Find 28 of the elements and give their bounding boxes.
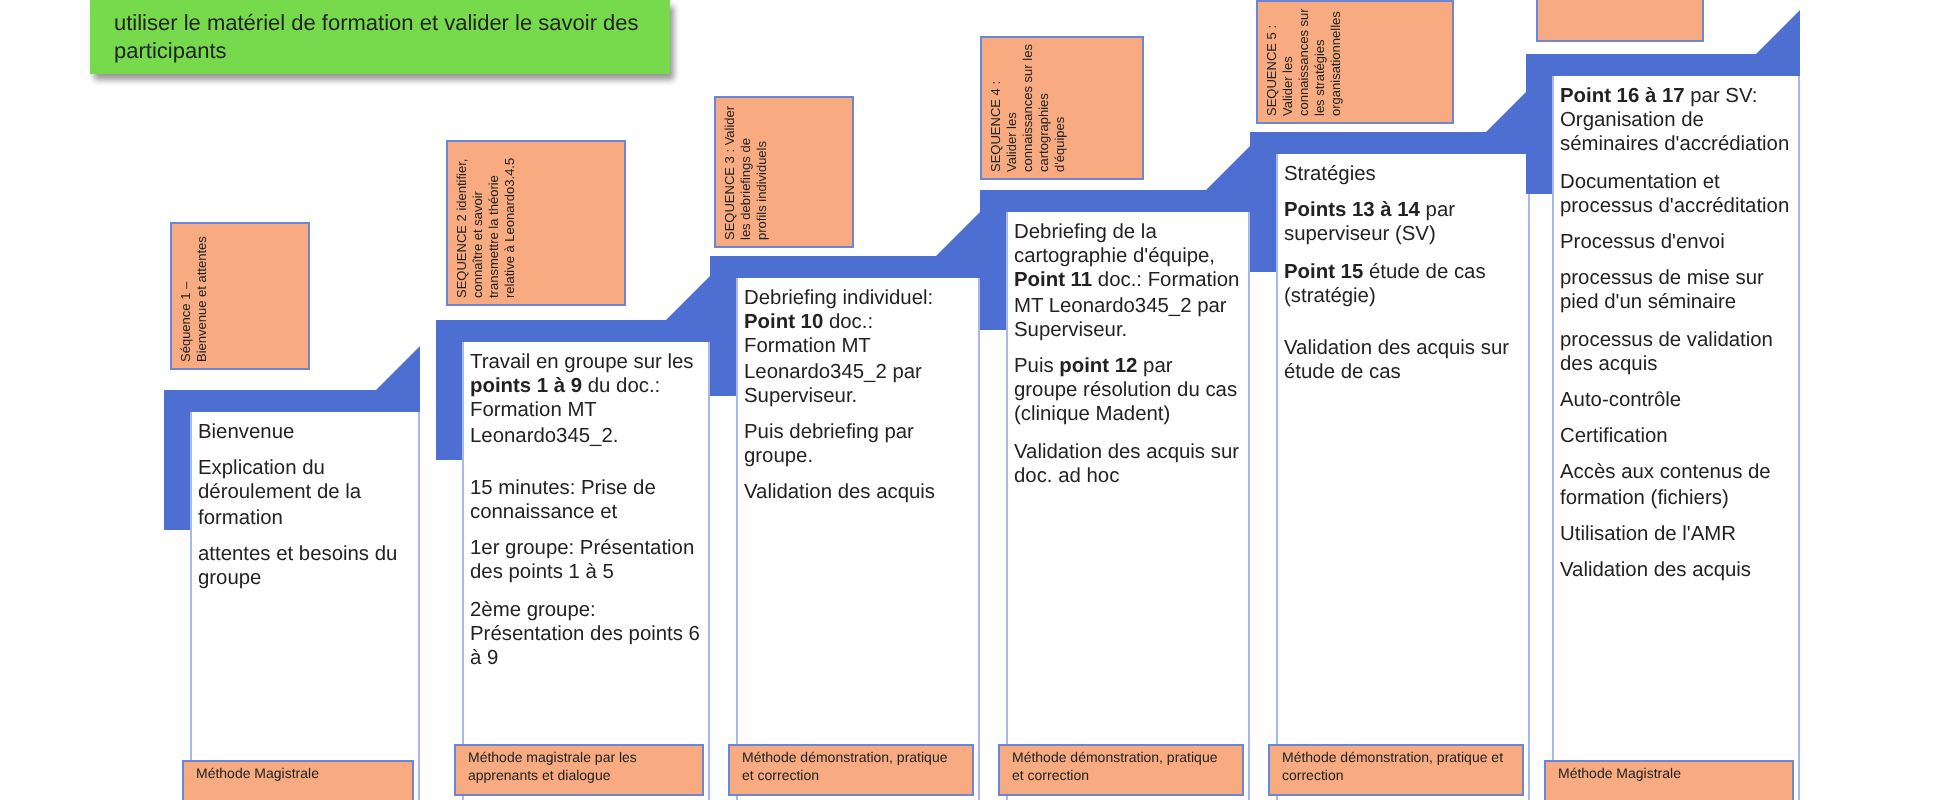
step-text: Documentation et processus d'accréditation [1560, 171, 1790, 221]
step-text: Stratégies [1284, 164, 1378, 189]
step-text: 2ème groupe: Présentation des points 6 à 9 [470, 599, 700, 673]
step-text: Points 13 à 14 par superviseur (SV) [1284, 200, 1458, 250]
step-text: Debriefing individuel: Point 10 doc.: Formation MT Leonardo345_2 par Superviseur. [744, 288, 936, 411]
step-text: 15 minutes: Prise de connaissance et [470, 477, 658, 527]
step-text: Validation des acquis sur doc. ad hoc [1014, 441, 1240, 491]
step-text: Validation des acquis [744, 482, 938, 508]
step-text: 1er groupe: Présentation des points 1 à 5 [470, 538, 697, 588]
step-text: Puis debriefing par groupe. [744, 422, 916, 471]
step-text: Debriefing de la cartographie d'équipe, Point 11 doc.: Formation MT Leonardo345_2 par Superviseur. [1014, 222, 1240, 345]
step-text: Certification [1560, 426, 1670, 451]
step-text: Point 16 à 17 par SV: Organisation de séminaires d'accrédiation [1560, 86, 1790, 160]
step-text: Validation des acquis sur étude de cas [1284, 338, 1512, 387]
step-text: Utilisation de l'AMR [1560, 523, 1739, 549]
step-text: Bienvenue [198, 422, 297, 447]
step-text: Travail en groupe sur les points 1 à 9 du doc.: Formation MT Leonardo345_2. [470, 352, 696, 450]
step-text: Puis point 12 par groupe résolution du cas (clinique Madent) [1014, 356, 1240, 430]
step-text: Accès aux contenus de formation (fichiers) [1560, 462, 1773, 512]
step-text: Explication du déroulement de la formation [198, 458, 364, 532]
step-text: Auto-contrôle [1560, 390, 1684, 415]
objective-box: utiliser le matériel de formation et valider le savoir des participants [90, 0, 670, 74]
step-text: Point 15 étude de cas (stratégie) [1284, 261, 1488, 311]
step-text: attentes et besoins du groupe [198, 543, 400, 593]
step-text: processus de mise sur pied d'un séminaire [1560, 268, 1766, 318]
step-text: processus de validation des acquis [1560, 329, 1775, 379]
step-text: Validation des acquis [1560, 560, 1754, 585]
step-text: Processus d'envoi [1560, 232, 1727, 257]
